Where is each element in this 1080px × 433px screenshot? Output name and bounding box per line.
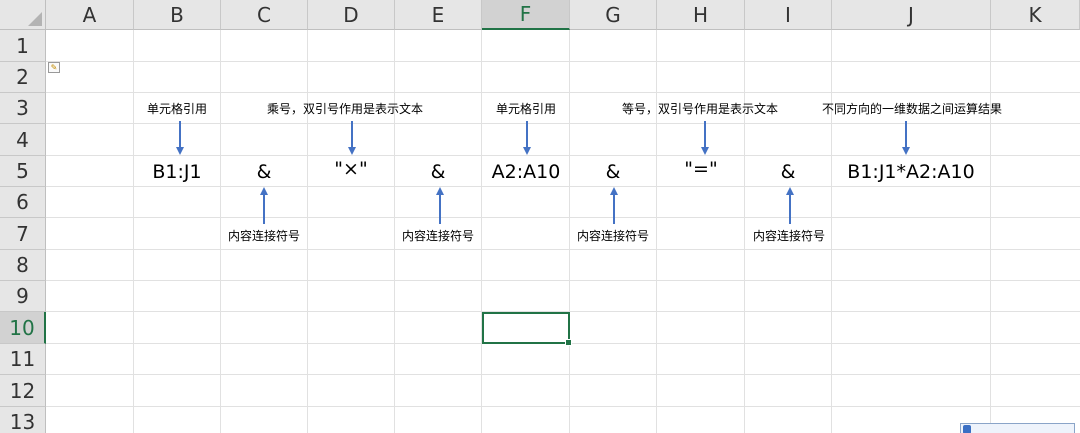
gridline bbox=[46, 155, 1080, 156]
row-header-13[interactable]: 13 bbox=[0, 407, 46, 433]
column-header-c[interactable]: C bbox=[221, 0, 308, 30]
gridline bbox=[744, 30, 745, 433]
column-header-i[interactable]: I bbox=[745, 0, 832, 30]
column-header-b[interactable]: B bbox=[134, 0, 221, 30]
gridline bbox=[46, 249, 1080, 250]
gridline bbox=[46, 61, 1080, 62]
paste-options-icon[interactable]: ✎ bbox=[48, 62, 60, 73]
gridline bbox=[481, 30, 482, 433]
gridline bbox=[46, 374, 1080, 375]
column-header-a[interactable]: A bbox=[46, 0, 134, 30]
gridline bbox=[569, 30, 570, 433]
column-header-f[interactable]: F bbox=[482, 0, 570, 30]
note-concat-e: 内容连接符号 bbox=[401, 229, 475, 243]
row-header-4[interactable]: 4 bbox=[0, 124, 46, 156]
cell-g5[interactable]: & bbox=[605, 161, 621, 183]
gridline bbox=[307, 30, 308, 433]
gridline bbox=[46, 406, 1080, 407]
gridline bbox=[831, 30, 832, 433]
column-header-e[interactable]: E bbox=[395, 0, 482, 30]
gridline bbox=[990, 30, 991, 433]
cell-c5[interactable]: & bbox=[256, 161, 272, 183]
row-header-1[interactable]: 1 bbox=[0, 30, 46, 62]
cell-j5[interactable]: B1:J1*A2:A10 bbox=[847, 161, 975, 183]
cell-d5[interactable]: "×" bbox=[334, 158, 368, 180]
cell-e5[interactable]: & bbox=[430, 161, 446, 183]
row-header-5[interactable]: 5 bbox=[0, 156, 46, 187]
gridline bbox=[46, 186, 1080, 187]
row-header-9[interactable]: 9 bbox=[0, 281, 46, 312]
gridline bbox=[220, 30, 221, 433]
row-header-7[interactable]: 7 bbox=[0, 218, 46, 250]
cell-h5[interactable]: "=" bbox=[684, 158, 718, 180]
select-all-triangle-icon bbox=[28, 12, 42, 26]
row-header-8[interactable]: 8 bbox=[0, 250, 46, 281]
row-header-12[interactable]: 12 bbox=[0, 375, 46, 407]
cell-i5[interactable]: & bbox=[780, 161, 796, 183]
note-equal-sign: 等号，双引号作用是表示文本 bbox=[621, 102, 779, 116]
note-result: 不同方向的一维数据之间运算结果 bbox=[821, 102, 1003, 116]
selected-cell-f10[interactable] bbox=[482, 312, 572, 346]
column-header-j[interactable]: J bbox=[832, 0, 991, 30]
row-header-3[interactable]: 3 bbox=[0, 93, 46, 124]
note-multiply-sign: 乘号，双引号作用是表示文本 bbox=[266, 102, 424, 116]
row-header-6[interactable]: 6 bbox=[0, 187, 46, 218]
watermark-logo-icon bbox=[963, 425, 971, 433]
gridline bbox=[46, 92, 1080, 93]
row-header-10[interactable]: 10 bbox=[0, 312, 46, 344]
note-cell-reference-f: 单元格引用 bbox=[495, 102, 557, 116]
gridline bbox=[133, 30, 134, 433]
select-all-button[interactable] bbox=[0, 0, 46, 30]
gridline bbox=[46, 280, 1080, 281]
watermark-badge bbox=[960, 423, 1075, 433]
note-concat-c: 内容连接符号 bbox=[227, 229, 301, 243]
cell-f5[interactable]: A2:A10 bbox=[491, 161, 561, 183]
note-concat-g: 内容连接符号 bbox=[576, 229, 650, 243]
fill-handle[interactable] bbox=[565, 339, 572, 346]
column-header-g[interactable]: G bbox=[570, 0, 657, 30]
cell-b5[interactable]: B1:J1 bbox=[152, 161, 202, 183]
column-header-h[interactable]: H bbox=[657, 0, 745, 30]
column-header-d[interactable]: D bbox=[308, 0, 395, 30]
row-header-11[interactable]: 11 bbox=[0, 344, 46, 375]
note-cell-reference-b: 单元格引用 bbox=[146, 102, 208, 116]
column-header-k[interactable]: K bbox=[991, 0, 1080, 30]
gridline bbox=[656, 30, 657, 433]
gridline bbox=[46, 123, 1080, 124]
gridline bbox=[46, 217, 1080, 218]
gridline bbox=[46, 311, 1080, 312]
row-header-2[interactable]: 2 bbox=[0, 62, 46, 93]
note-concat-i: 内容连接符号 bbox=[752, 229, 826, 243]
gridline bbox=[394, 30, 395, 433]
